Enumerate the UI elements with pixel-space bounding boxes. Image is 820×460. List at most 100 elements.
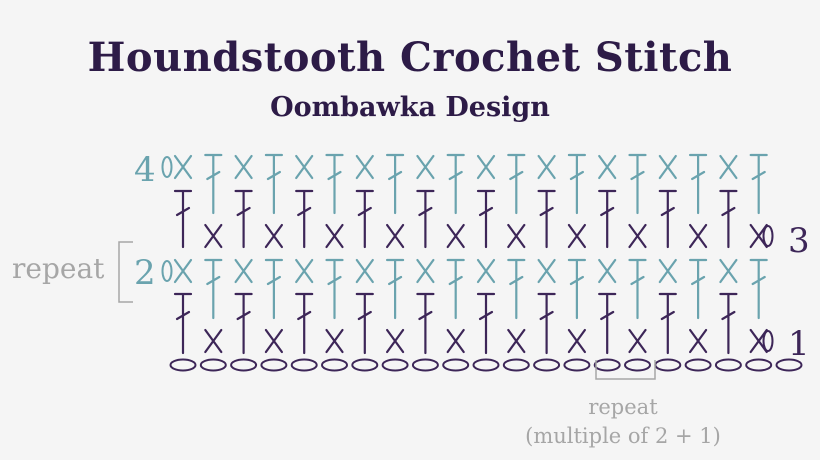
single-crochet-symbol — [507, 328, 526, 354]
chain-stitch-symbol — [411, 358, 439, 372]
chain-stitch-symbol — [684, 358, 712, 372]
double-crochet-symbol — [749, 258, 768, 320]
single-crochet-symbol — [567, 223, 586, 249]
repeat-stitches-bracket — [595, 360, 656, 380]
single-crochet-symbol — [446, 328, 465, 354]
chain-stitch-symbol — [230, 358, 258, 372]
double-crochet-symbol — [689, 258, 708, 320]
chain-stitch-symbol — [563, 358, 591, 372]
double-crochet-symbol — [628, 258, 647, 320]
double-crochet-symbol — [234, 189, 253, 249]
double-crochet-symbol — [537, 292, 556, 355]
chain-stitch-symbol — [442, 358, 470, 372]
double-crochet-symbol — [598, 292, 617, 355]
single-crochet-symbol — [355, 154, 374, 180]
double-crochet-symbol — [689, 153, 708, 215]
double-crochet-symbol — [416, 292, 435, 355]
chain-stitch-symbol — [161, 260, 173, 282]
row-number-4: 4 — [134, 150, 156, 190]
single-crochet-symbol — [598, 258, 617, 284]
chain-stitch-symbol — [321, 358, 348, 372]
single-crochet-symbol — [264, 223, 283, 249]
single-crochet-symbol — [204, 223, 223, 249]
chain-stitch-symbol — [161, 156, 173, 178]
double-crochet-symbol — [628, 153, 647, 215]
double-crochet-symbol — [749, 153, 768, 215]
single-crochet-symbol — [476, 154, 496, 180]
single-crochet-symbol — [325, 223, 344, 249]
single-crochet-symbol — [173, 154, 193, 180]
single-crochet-symbol — [537, 258, 556, 284]
double-crochet-symbol — [567, 153, 586, 215]
single-crochet-symbol — [355, 258, 374, 284]
chain-stitch-symbol — [290, 358, 318, 372]
double-crochet-symbol — [173, 189, 193, 249]
single-crochet-symbol — [295, 258, 314, 284]
single-crochet-symbol — [234, 258, 253, 284]
single-crochet-symbol — [386, 223, 405, 249]
chart-subtitle: Oombawka Design — [270, 92, 550, 123]
single-crochet-symbol — [416, 154, 435, 180]
repeat-rows-bracket — [118, 241, 133, 303]
single-crochet-symbol — [658, 154, 677, 180]
double-crochet-symbol — [476, 189, 496, 249]
single-crochet-symbol — [537, 154, 556, 180]
repeat-stitches-note: (multiple of 2 + 1) — [525, 424, 721, 448]
single-crochet-symbol — [173, 258, 193, 284]
repeat-rows-label: repeat — [12, 252, 105, 285]
single-crochet-symbol — [689, 223, 708, 249]
single-crochet-symbol — [658, 258, 677, 284]
double-crochet-symbol — [719, 189, 738, 249]
double-crochet-symbol — [355, 189, 374, 249]
single-crochet-symbol — [386, 328, 405, 354]
single-crochet-symbol — [507, 223, 526, 249]
single-crochet-symbol — [689, 328, 708, 354]
double-crochet-symbol — [537, 189, 556, 249]
repeat-stitches-label: repeat — [588, 395, 658, 419]
double-crochet-symbol — [264, 153, 283, 215]
double-crochet-symbol — [446, 153, 465, 215]
single-crochet-symbol — [719, 154, 738, 180]
double-crochet-symbol — [507, 153, 526, 215]
chain-stitch-symbol — [351, 358, 379, 372]
double-crochet-symbol — [173, 292, 193, 355]
chain-stitch-symbol — [169, 358, 197, 372]
chain-stitch-symbol — [593, 358, 621, 372]
chain-stitch-symbol — [762, 225, 774, 247]
row-number-2: 2 — [134, 253, 156, 293]
single-crochet-symbol — [719, 258, 738, 284]
chain-stitch-symbol — [762, 330, 774, 352]
double-crochet-symbol — [234, 292, 253, 355]
chain-stitch-symbol — [381, 358, 409, 372]
chain-stitch-symbol — [654, 358, 682, 372]
double-crochet-symbol — [355, 292, 374, 355]
chain-stitch-symbol — [502, 358, 530, 372]
double-crochet-symbol — [567, 258, 586, 320]
single-crochet-symbol — [628, 328, 647, 354]
row-number-1: 1 — [788, 324, 810, 364]
double-crochet-symbol — [264, 258, 283, 320]
chain-stitch-symbol — [260, 358, 288, 372]
double-crochet-symbol — [295, 189, 314, 249]
single-crochet-symbol — [598, 154, 617, 180]
single-crochet-symbol — [234, 154, 253, 180]
single-crochet-symbol — [264, 328, 283, 354]
chain-stitch-symbol — [775, 358, 803, 372]
chain-stitch-symbol — [714, 358, 742, 372]
double-crochet-symbol — [658, 189, 677, 249]
double-crochet-symbol — [446, 258, 465, 320]
chain-stitch-symbol — [199, 358, 227, 372]
double-crochet-symbol — [325, 153, 344, 215]
double-crochet-symbol — [204, 153, 223, 215]
single-crochet-symbol — [628, 223, 647, 249]
double-crochet-symbol — [507, 258, 526, 320]
single-crochet-symbol — [446, 223, 465, 249]
double-crochet-symbol — [719, 292, 738, 355]
single-crochet-symbol — [204, 328, 223, 354]
double-crochet-symbol — [204, 258, 223, 320]
chain-stitch-symbol — [533, 358, 561, 372]
row-number-3: 3 — [788, 221, 810, 261]
single-crochet-symbol — [325, 328, 344, 354]
stitch-symbols — [161, 153, 803, 372]
